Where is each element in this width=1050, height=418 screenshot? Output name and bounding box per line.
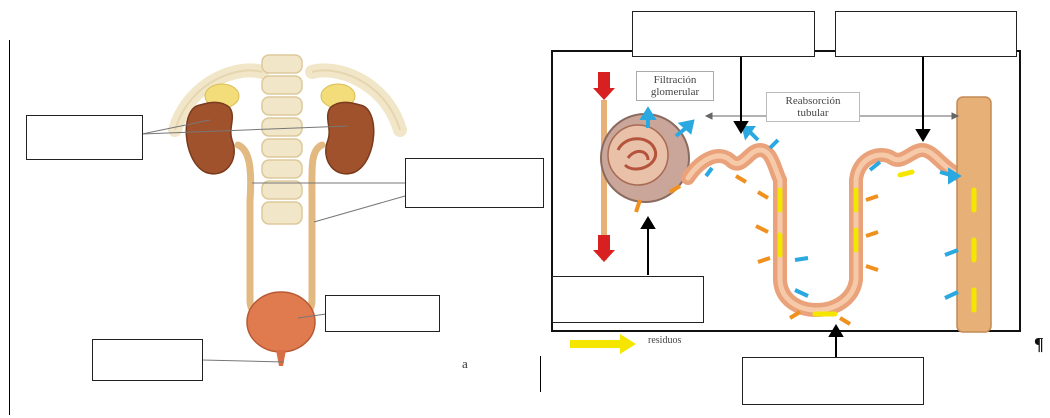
answer-box-glomerulus[interactable] [552, 276, 704, 323]
yellow-flow-arrows [780, 172, 974, 314]
reabsorption-label: Reabsorción tubular [766, 92, 860, 122]
filtration-label-line1: Filtración [637, 74, 713, 86]
legend-text: residuos [648, 335, 681, 346]
reabsorption-label-line2: tubular [767, 107, 859, 119]
answer-box-top-left[interactable] [632, 11, 815, 57]
blue-reabsorption-arrows [643, 110, 958, 298]
legend-yellow-arrow [570, 334, 636, 354]
filtration-label: Filtración glomerular [636, 71, 714, 101]
filtration-label-line2: glomerular [637, 86, 713, 98]
answer-box-top-right[interactable] [835, 11, 1017, 57]
answer-box-loop[interactable] [742, 357, 924, 405]
reabsorption-label-line1: Reabsorción [767, 95, 859, 107]
renal-tubule [688, 150, 960, 310]
bottom-bracket-mark [540, 356, 541, 392]
pilcrow-mark: ¶ [1034, 334, 1044, 355]
